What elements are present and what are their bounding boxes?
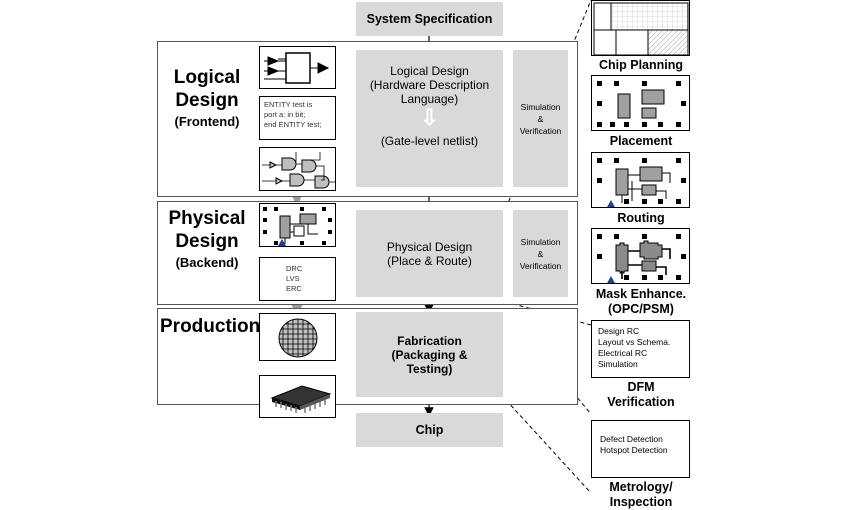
marker-triangle-icon [607, 200, 615, 207]
simulation-verification-box-physical: Simulation & Verification [513, 210, 568, 297]
down-arrow-icon: ⇩ [420, 105, 439, 130]
chip-box: Chip [356, 413, 503, 447]
layout-thumbnail-physical [259, 203, 336, 247]
logical-design-box: Logical Design (Hardware Description Lan… [356, 50, 503, 187]
hdl-code-thumbnail: ENTITY test is port a: in bit; end ENTIT… [259, 96, 336, 140]
metrology-inspection-label: Metrology/ Inspection [609, 480, 673, 509]
dashed-connector [505, 399, 592, 494]
logical-design-title: Logical Design (Frontend) [173, 67, 241, 129]
wafer-thumbnail [259, 313, 336, 361]
checks-thumbnail: DRC LVS ERC [259, 257, 336, 301]
dfm-thumbnail: Design RC Layout vs Schema. Electrical R… [591, 320, 690, 378]
production-title: Production [160, 316, 261, 337]
physical-design-title: Physical Design (Backend) [168, 208, 246, 270]
chip-package-thumbnail [259, 375, 336, 418]
metrology-thumbnail: Defect Detection Hotspot Detection [591, 420, 690, 478]
marker-triangle-icon [278, 239, 286, 246]
placement-label: Placement [609, 134, 673, 148]
routing-thumbnail [591, 152, 690, 208]
mask-enhance-thumbnail [591, 228, 690, 284]
dfm-verification-label: DFM Verification [607, 380, 675, 409]
chip-planning-thumbnail [591, 0, 690, 56]
block-diagram-thumbnail [259, 46, 336, 89]
routing-label: Routing [617, 211, 665, 225]
chip-planning-label: Chip Planning [598, 58, 684, 72]
placement-thumbnail [591, 75, 690, 131]
mask-enhance-label: Mask Enhance. (OPC/PSM) [595, 287, 687, 316]
system-specification-box: System Specification [356, 2, 503, 36]
simulation-verification-box-logical: Simulation & Verification [513, 50, 568, 187]
fabrication-box: Fabrication (Packaging & Testing) [356, 312, 503, 397]
marker-triangle-icon [607, 276, 615, 283]
physical-design-box: Physical Design (Place & Route) [356, 210, 503, 297]
gate-netlist-thumbnail [259, 147, 336, 191]
